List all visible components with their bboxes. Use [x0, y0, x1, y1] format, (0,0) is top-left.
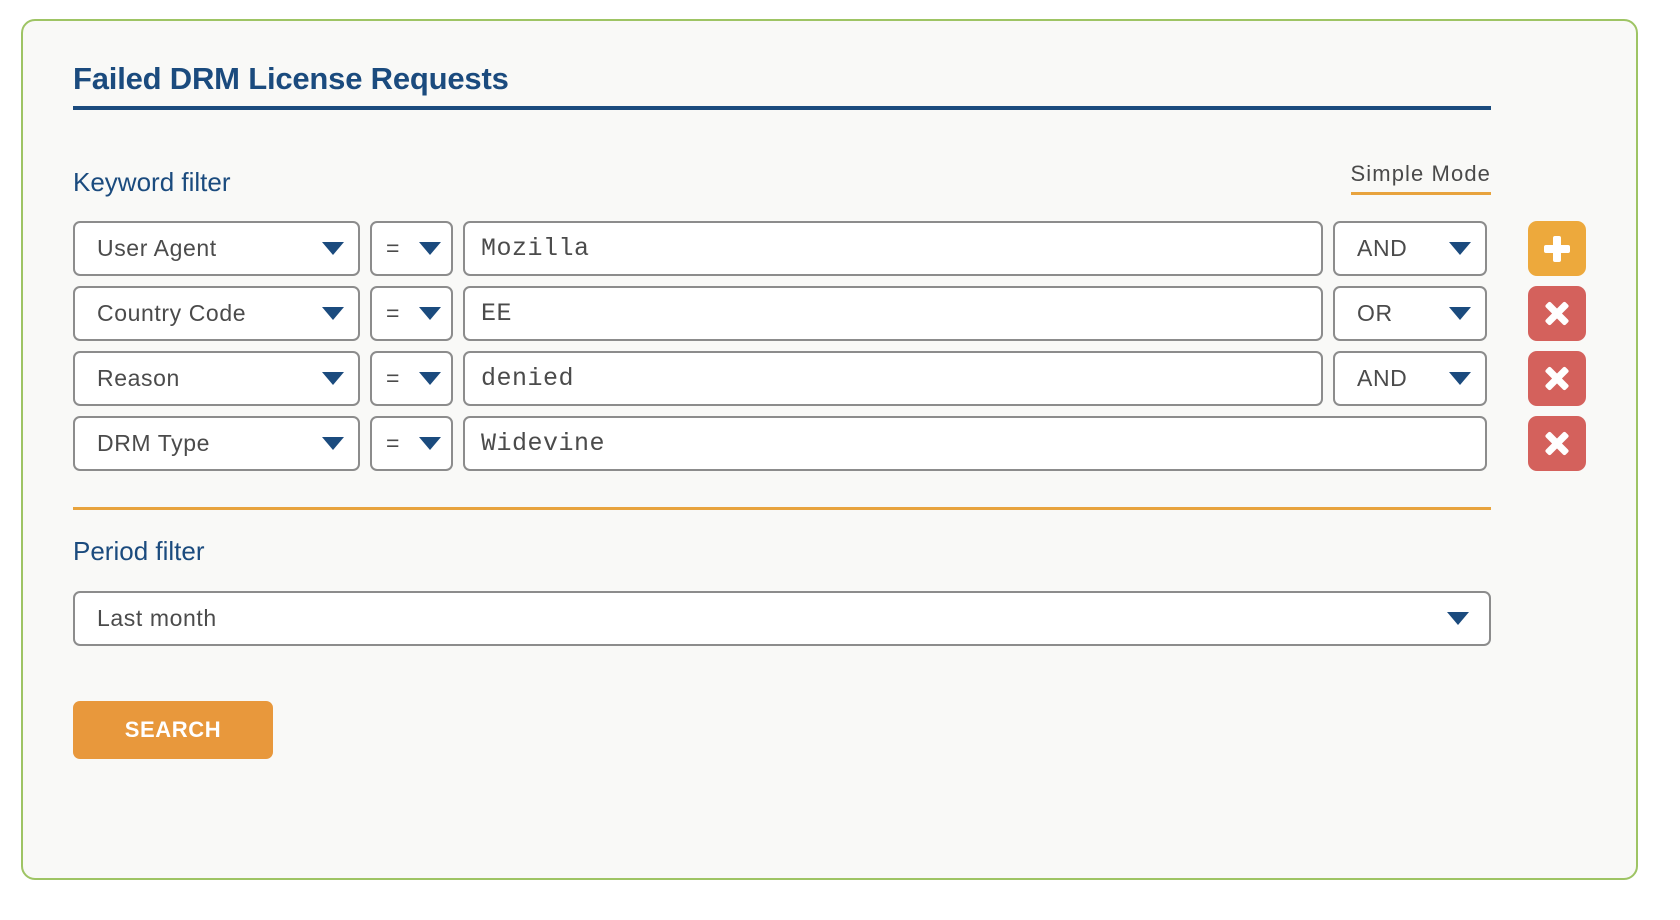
- add-filter-row-button[interactable]: [1528, 221, 1586, 276]
- page-title: Failed DRM License Requests: [73, 61, 1491, 110]
- logic-select-1[interactable]: OR: [1333, 286, 1487, 341]
- remove-filter-row-button-1[interactable]: [1528, 286, 1586, 341]
- operator-select-label-0: =: [386, 235, 401, 261]
- search-button[interactable]: SEARCH: [73, 701, 273, 759]
- chevron-down-icon: [1449, 372, 1471, 385]
- filter-rows-container: User Agent = Mozilla AND: [73, 221, 1586, 471]
- remove-filter-row-button-3[interactable]: [1528, 416, 1586, 471]
- chevron-down-icon: [419, 372, 441, 385]
- table-row: Reason = denied AND: [73, 351, 1586, 406]
- table-row: User Agent = Mozilla AND: [73, 221, 1586, 276]
- chevron-down-icon: [1449, 307, 1471, 320]
- field-select-1[interactable]: Country Code: [73, 286, 360, 341]
- filter-panel: Failed DRM License Requests Keyword filt…: [21, 19, 1638, 880]
- chevron-down-icon: [419, 242, 441, 255]
- close-icon: [1544, 301, 1570, 327]
- field-select-3[interactable]: DRM Type: [73, 416, 360, 471]
- logic-select-0[interactable]: AND: [1333, 221, 1487, 276]
- chevron-down-icon: [322, 242, 344, 255]
- chevron-down-icon: [419, 307, 441, 320]
- field-select-2[interactable]: Reason: [73, 351, 360, 406]
- operator-select-1[interactable]: =: [370, 286, 453, 341]
- remove-filter-row-button-2[interactable]: [1528, 351, 1586, 406]
- period-select[interactable]: Last month: [73, 591, 1491, 646]
- logic-select-label-2: AND: [1357, 365, 1408, 391]
- plus-icon: [1544, 235, 1570, 262]
- field-select-label-3: DRM Type: [97, 430, 211, 456]
- field-select-0[interactable]: User Agent: [73, 221, 360, 276]
- chevron-down-icon: [419, 437, 441, 450]
- chevron-down-icon: [322, 372, 344, 385]
- logic-select-label-1: OR: [1357, 300, 1393, 326]
- close-icon: [1544, 366, 1570, 392]
- field-select-label-1: Country Code: [97, 300, 247, 326]
- table-row: Country Code = EE OR: [73, 286, 1586, 341]
- value-input-text-3: Widevine: [481, 429, 606, 458]
- value-input-text-1: EE: [481, 299, 513, 328]
- section-divider: [73, 507, 1491, 510]
- simple-mode-toggle[interactable]: Simple Mode: [1350, 163, 1491, 195]
- value-input-0[interactable]: Mozilla: [463, 221, 1323, 276]
- operator-select-label-2: =: [386, 365, 401, 391]
- period-select-label: Last month: [97, 605, 217, 631]
- operator-select-label-3: =: [386, 430, 401, 456]
- logic-select-label-0: AND: [1357, 235, 1408, 261]
- close-icon: [1544, 431, 1570, 457]
- field-select-label-2: Reason: [97, 365, 180, 391]
- value-input-1[interactable]: EE: [463, 286, 1323, 341]
- chevron-down-icon: [322, 437, 344, 450]
- chevron-down-icon: [322, 307, 344, 320]
- logic-select-2[interactable]: AND: [1333, 351, 1487, 406]
- keyword-filter-heading: Keyword filter: [73, 167, 231, 197]
- field-select-label-0: User Agent: [97, 235, 217, 261]
- table-row: DRM Type = Widevine: [73, 416, 1586, 471]
- value-input-text-2: denied: [481, 364, 575, 393]
- value-input-3[interactable]: Widevine: [463, 416, 1487, 471]
- value-input-text-0: Mozilla: [481, 234, 590, 263]
- keyword-filter-header: Keyword filter Simple Mode: [73, 163, 1491, 195]
- value-input-2[interactable]: denied: [463, 351, 1323, 406]
- chevron-down-icon: [1447, 612, 1469, 625]
- operator-select-label-1: =: [386, 300, 401, 326]
- operator-select-0[interactable]: =: [370, 221, 453, 276]
- chevron-down-icon: [1449, 242, 1471, 255]
- period-filter-heading: Period filter: [73, 536, 205, 566]
- operator-select-2[interactable]: =: [370, 351, 453, 406]
- operator-select-3[interactable]: =: [370, 416, 453, 471]
